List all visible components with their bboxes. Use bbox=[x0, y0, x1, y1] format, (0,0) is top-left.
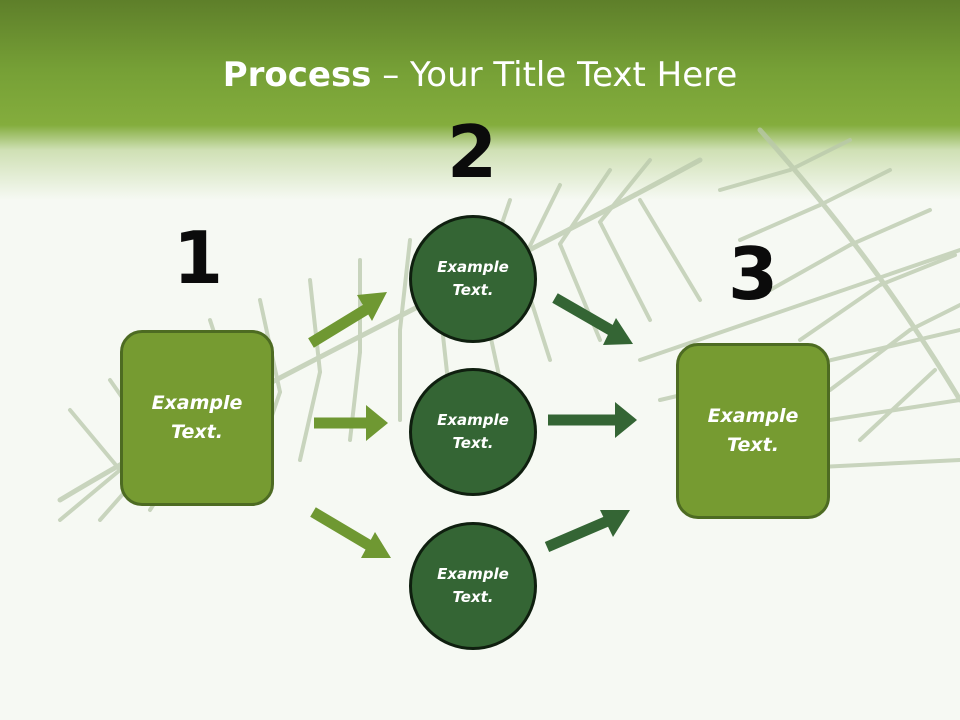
right-box-text: Example Text. bbox=[707, 405, 799, 456]
circle-top-text: Example Text. bbox=[437, 258, 509, 299]
circle-middle: Example Text. bbox=[409, 368, 537, 496]
circle-middle-text: Example Text. bbox=[437, 411, 509, 452]
right-box: Example Text. bbox=[676, 343, 830, 519]
arrow-left-to-top bbox=[308, 292, 387, 348]
title-bold: Process bbox=[222, 55, 372, 95]
slide-title: Process – Your Title Text Here bbox=[0, 52, 960, 98]
arrow-left-to-middle bbox=[314, 405, 388, 441]
circle-bottom: Example Text. bbox=[409, 522, 537, 650]
left-box-text: Example Text. bbox=[151, 392, 243, 443]
arrow-top-to-right bbox=[552, 293, 633, 345]
step-number-2: 2 bbox=[446, 110, 498, 194]
left-box: Example Text. bbox=[120, 330, 274, 506]
step-number-1: 1 bbox=[172, 216, 224, 300]
arrow-bottom-to-right bbox=[544, 510, 630, 553]
step-number-3: 3 bbox=[727, 232, 779, 316]
title-rest: – Your Title Text Here bbox=[371, 55, 738, 95]
arrow-middle-to-right bbox=[548, 402, 637, 438]
arrow-left-to-bottom bbox=[310, 507, 391, 558]
circle-bottom-text: Example Text. bbox=[437, 565, 509, 606]
circle-top: Example Text. bbox=[409, 215, 537, 343]
